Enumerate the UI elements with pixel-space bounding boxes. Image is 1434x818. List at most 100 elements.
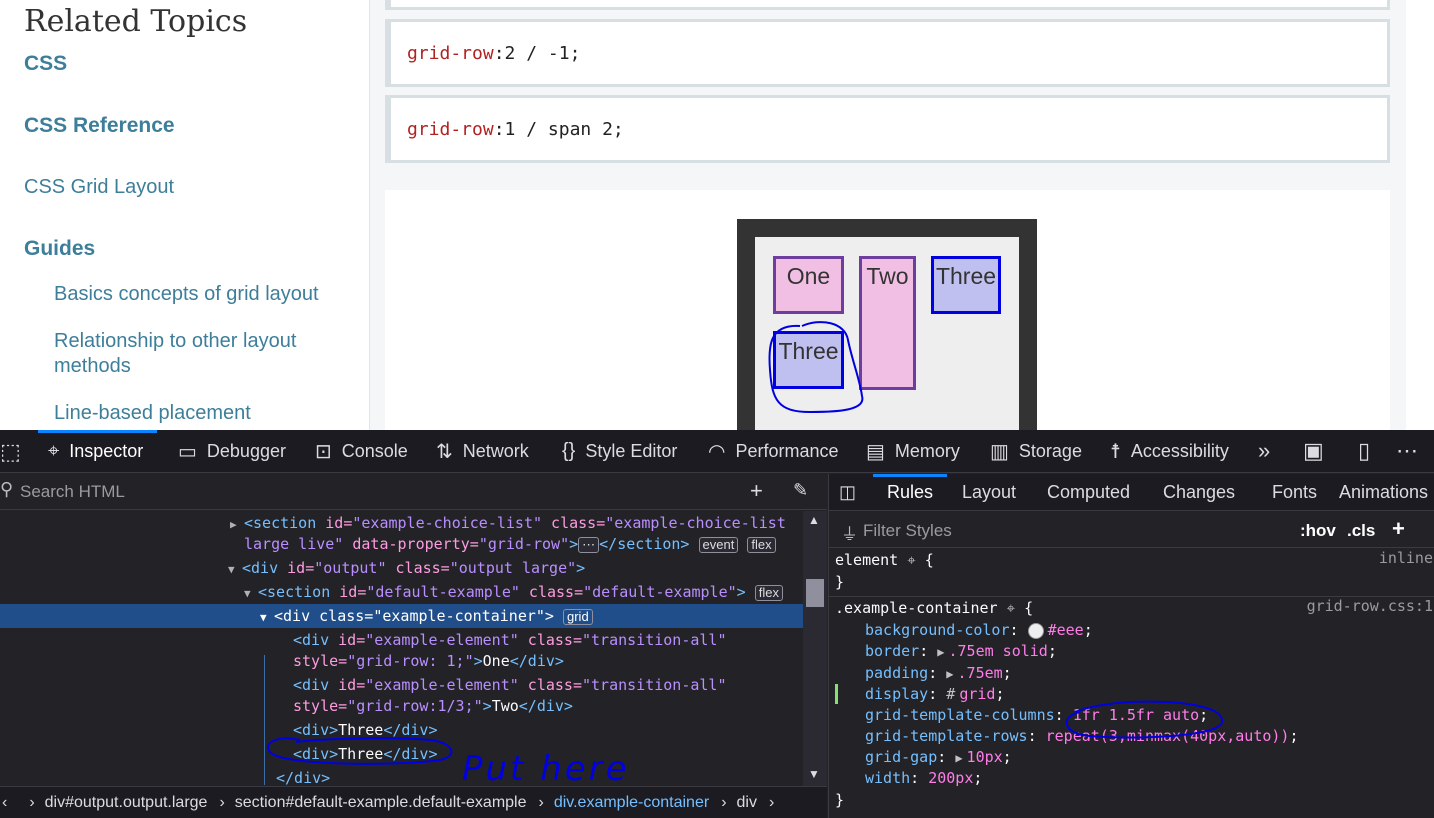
collapse-triangle-icon[interactable]: ▼ xyxy=(260,611,267,624)
tab-style-editor[interactable]: {}Style Editor xyxy=(562,430,677,473)
breadcrumb-back-icon[interactable]: ‹ xyxy=(2,793,8,811)
markup-scrollbar[interactable]: ▲ ▼ xyxy=(803,511,827,787)
declaration-grid-template-rows[interactable]: grid-template-rows: repeat(3,minmax(40px… xyxy=(865,727,1299,745)
markup-line[interactable]: style="grid-row:1/3;">Two</div> xyxy=(293,697,573,715)
declaration-width[interactable]: width: 200px; xyxy=(865,769,983,787)
expand-shorthand-icon[interactable]: ▶ xyxy=(946,667,954,681)
choice-colon: : xyxy=(493,42,505,64)
breadcrumb-item[interactable]: div#output.output.large xyxy=(44,793,208,811)
markup-line[interactable]: <div>Three</div> xyxy=(293,745,438,763)
sidebar-link-relationship-cont[interactable]: methods xyxy=(54,355,131,377)
console-icon: ⊡ xyxy=(315,441,332,463)
breadcrumb-forward-icon[interactable]: › xyxy=(768,793,775,811)
collapse-triangle-icon[interactable]: ▼ xyxy=(228,563,235,576)
tab-memory[interactable]: ▤Memory xyxy=(866,430,960,473)
expand-triangle-icon[interactable]: ▶ xyxy=(230,518,237,531)
responsive-design-icon[interactable]: ▯ xyxy=(1358,438,1371,463)
declaration-grid-gap[interactable]: grid-gap: ▶10px; xyxy=(865,748,1012,766)
markup-line[interactable]: <div id="example-element" class="transit… xyxy=(293,676,727,694)
tab-storage[interactable]: ▥Storage xyxy=(990,430,1082,473)
code-choice-grid-row-2[interactable]: grid-row: 2 / -1; xyxy=(385,19,1390,87)
scroll-up-arrow-icon[interactable]: ▲ xyxy=(808,513,820,527)
add-rule-icon[interactable]: + xyxy=(1392,516,1405,541)
declaration-grid-template-columns[interactable]: grid-template-columns: 1fr 1.5fr auto; xyxy=(865,706,1209,724)
more-tools-chevron-icon[interactable]: » xyxy=(1258,438,1271,463)
accessibility-icon: ☨ xyxy=(1110,441,1121,463)
overflow-menu-icon[interactable]: ⋯ xyxy=(1396,438,1418,463)
expand-shorthand-icon[interactable]: ▶ xyxy=(955,751,963,765)
expand-shorthand-icon[interactable]: ▶ xyxy=(937,645,945,659)
sidebar-link-relationship[interactable]: Relationship to other layout xyxy=(54,330,297,352)
scrollbar-thumb[interactable] xyxy=(806,579,824,607)
tab-network[interactable]: ⇅Network xyxy=(436,430,529,473)
declaration-display[interactable]: display: #grid; xyxy=(865,685,1005,703)
grid-item-two: Two xyxy=(859,256,916,390)
class-toggle[interactable]: .cls xyxy=(1347,521,1376,540)
tab-computed[interactable]: Computed xyxy=(1047,482,1131,502)
code-choice-prev[interactable] xyxy=(385,0,1390,10)
grid-badge[interactable]: grid xyxy=(563,608,593,625)
breadcrumb-item[interactable]: section#default-example.default-example xyxy=(234,793,527,811)
breadcrumb-item[interactable]: div xyxy=(736,793,757,811)
declaration-padding[interactable]: padding: ▶.75em; xyxy=(865,664,1012,682)
sidebar-link-line-based-placement[interactable]: Line-based placement xyxy=(54,402,251,424)
rule-source-link[interactable]: grid-row.css:1 xyxy=(1306,597,1433,615)
tab-inspector[interactable]: ⌖Inspector xyxy=(37,430,158,473)
declaration-background-color[interactable]: background-color: #eee; xyxy=(865,621,1093,639)
html-markup-pane: ⚲ Search HTML + ✎ ▶<section id="example-… xyxy=(0,474,827,818)
sidebar-link-css-grid-layout[interactable]: CSS Grid Layout xyxy=(24,176,175,198)
choice-colon: : xyxy=(493,118,505,140)
sidebar-link-css[interactable]: CSS xyxy=(24,52,68,75)
tab-console[interactable]: ⊡Console xyxy=(315,430,408,473)
scroll-down-arrow-icon[interactable]: ▼ xyxy=(808,767,820,781)
performance-icon: ◠ xyxy=(708,441,726,463)
tab-animations[interactable]: Animations xyxy=(1339,482,1429,502)
split-console-icon[interactable]: ▣ xyxy=(1303,438,1324,463)
markup-line[interactable]: style="grid-row: 1;">One</div> xyxy=(293,652,564,670)
choice-value: 2 / -1; xyxy=(504,42,581,64)
tab-changes[interactable]: Changes xyxy=(1163,482,1236,502)
breadcrumb-separator-icon: › xyxy=(29,793,35,811)
markup-line[interactable]: large live" data-property="grid-row">⋯</… xyxy=(0,532,803,556)
ellipsis-badge[interactable]: ⋯ xyxy=(578,536,600,553)
sidebar-link-css-reference[interactable]: CSS Reference xyxy=(24,114,175,137)
tab-label: Style Editor xyxy=(585,441,678,461)
tab-debugger[interactable]: ▭Debugger xyxy=(178,430,286,473)
tab-accessibility[interactable]: ☨Accessibility xyxy=(1110,430,1229,473)
tab-performance[interactable]: ◠Performance xyxy=(708,430,839,473)
markup-line[interactable]: </div> xyxy=(276,769,331,786)
sidebar-link-guides[interactable]: Guides xyxy=(24,237,96,260)
tab-fonts[interactable]: Fonts xyxy=(1272,482,1318,502)
eyedropper-icon[interactable]: ✎ xyxy=(793,480,809,500)
toggle-sidebar-icon[interactable]: ◫ xyxy=(839,482,857,502)
breadcrumb-separator-icon: › xyxy=(538,793,544,811)
filter-styles-input[interactable]: Filter Styles xyxy=(863,521,952,540)
event-badge[interactable]: event xyxy=(698,536,739,553)
markup-line[interactable]: <div>Three</div> xyxy=(293,721,438,739)
element-picker-icon[interactable]: ⬚ xyxy=(0,439,21,464)
sidebar-link-basic-concepts[interactable]: Basics concepts of grid layout xyxy=(54,283,319,305)
markup-line-selected[interactable]: ▼<div class="example-container"> grid xyxy=(0,604,803,628)
grid-highlighter-icon[interactable]: # xyxy=(946,685,956,703)
breadcrumb-item-current[interactable]: div.example-container xyxy=(553,793,710,811)
markup-line[interactable]: ▼<section id="default-example" class="de… xyxy=(0,580,803,604)
hover-state-toggle[interactable]: :hov xyxy=(1300,521,1336,540)
add-node-icon[interactable]: + xyxy=(750,478,763,503)
code-choice-grid-row-span[interactable]: grid-row: 1 / span 2; xyxy=(385,95,1390,163)
element-rule-selector[interactable]: element ⌖ { xyxy=(835,551,934,569)
node-target-icon[interactable]: ⌖ xyxy=(907,551,916,569)
container-rule-selector[interactable]: .example-container ⌖ { xyxy=(835,599,1034,617)
tab-rules[interactable]: Rules xyxy=(872,474,948,502)
flex-badge[interactable]: flex xyxy=(747,536,776,553)
flex-badge[interactable]: flex xyxy=(754,584,783,601)
search-html-input[interactable]: Search HTML xyxy=(20,482,125,501)
color-swatch[interactable] xyxy=(1027,622,1044,639)
search-icon: ⚲ xyxy=(0,479,14,499)
node-target-icon[interactable]: ⌖ xyxy=(1006,599,1016,617)
markup-line[interactable]: ▶<section id="example-choice-list" class… xyxy=(0,511,803,535)
declaration-border[interactable]: border: ▶.75em solid; xyxy=(865,642,1057,660)
markup-line[interactable]: <div id="example-element" class="transit… xyxy=(293,631,727,649)
markup-line[interactable]: ▼<div id="output" class="output large"> xyxy=(0,556,803,580)
tab-layout[interactable]: Layout xyxy=(962,482,1017,502)
collapse-triangle-icon[interactable]: ▼ xyxy=(244,587,251,600)
